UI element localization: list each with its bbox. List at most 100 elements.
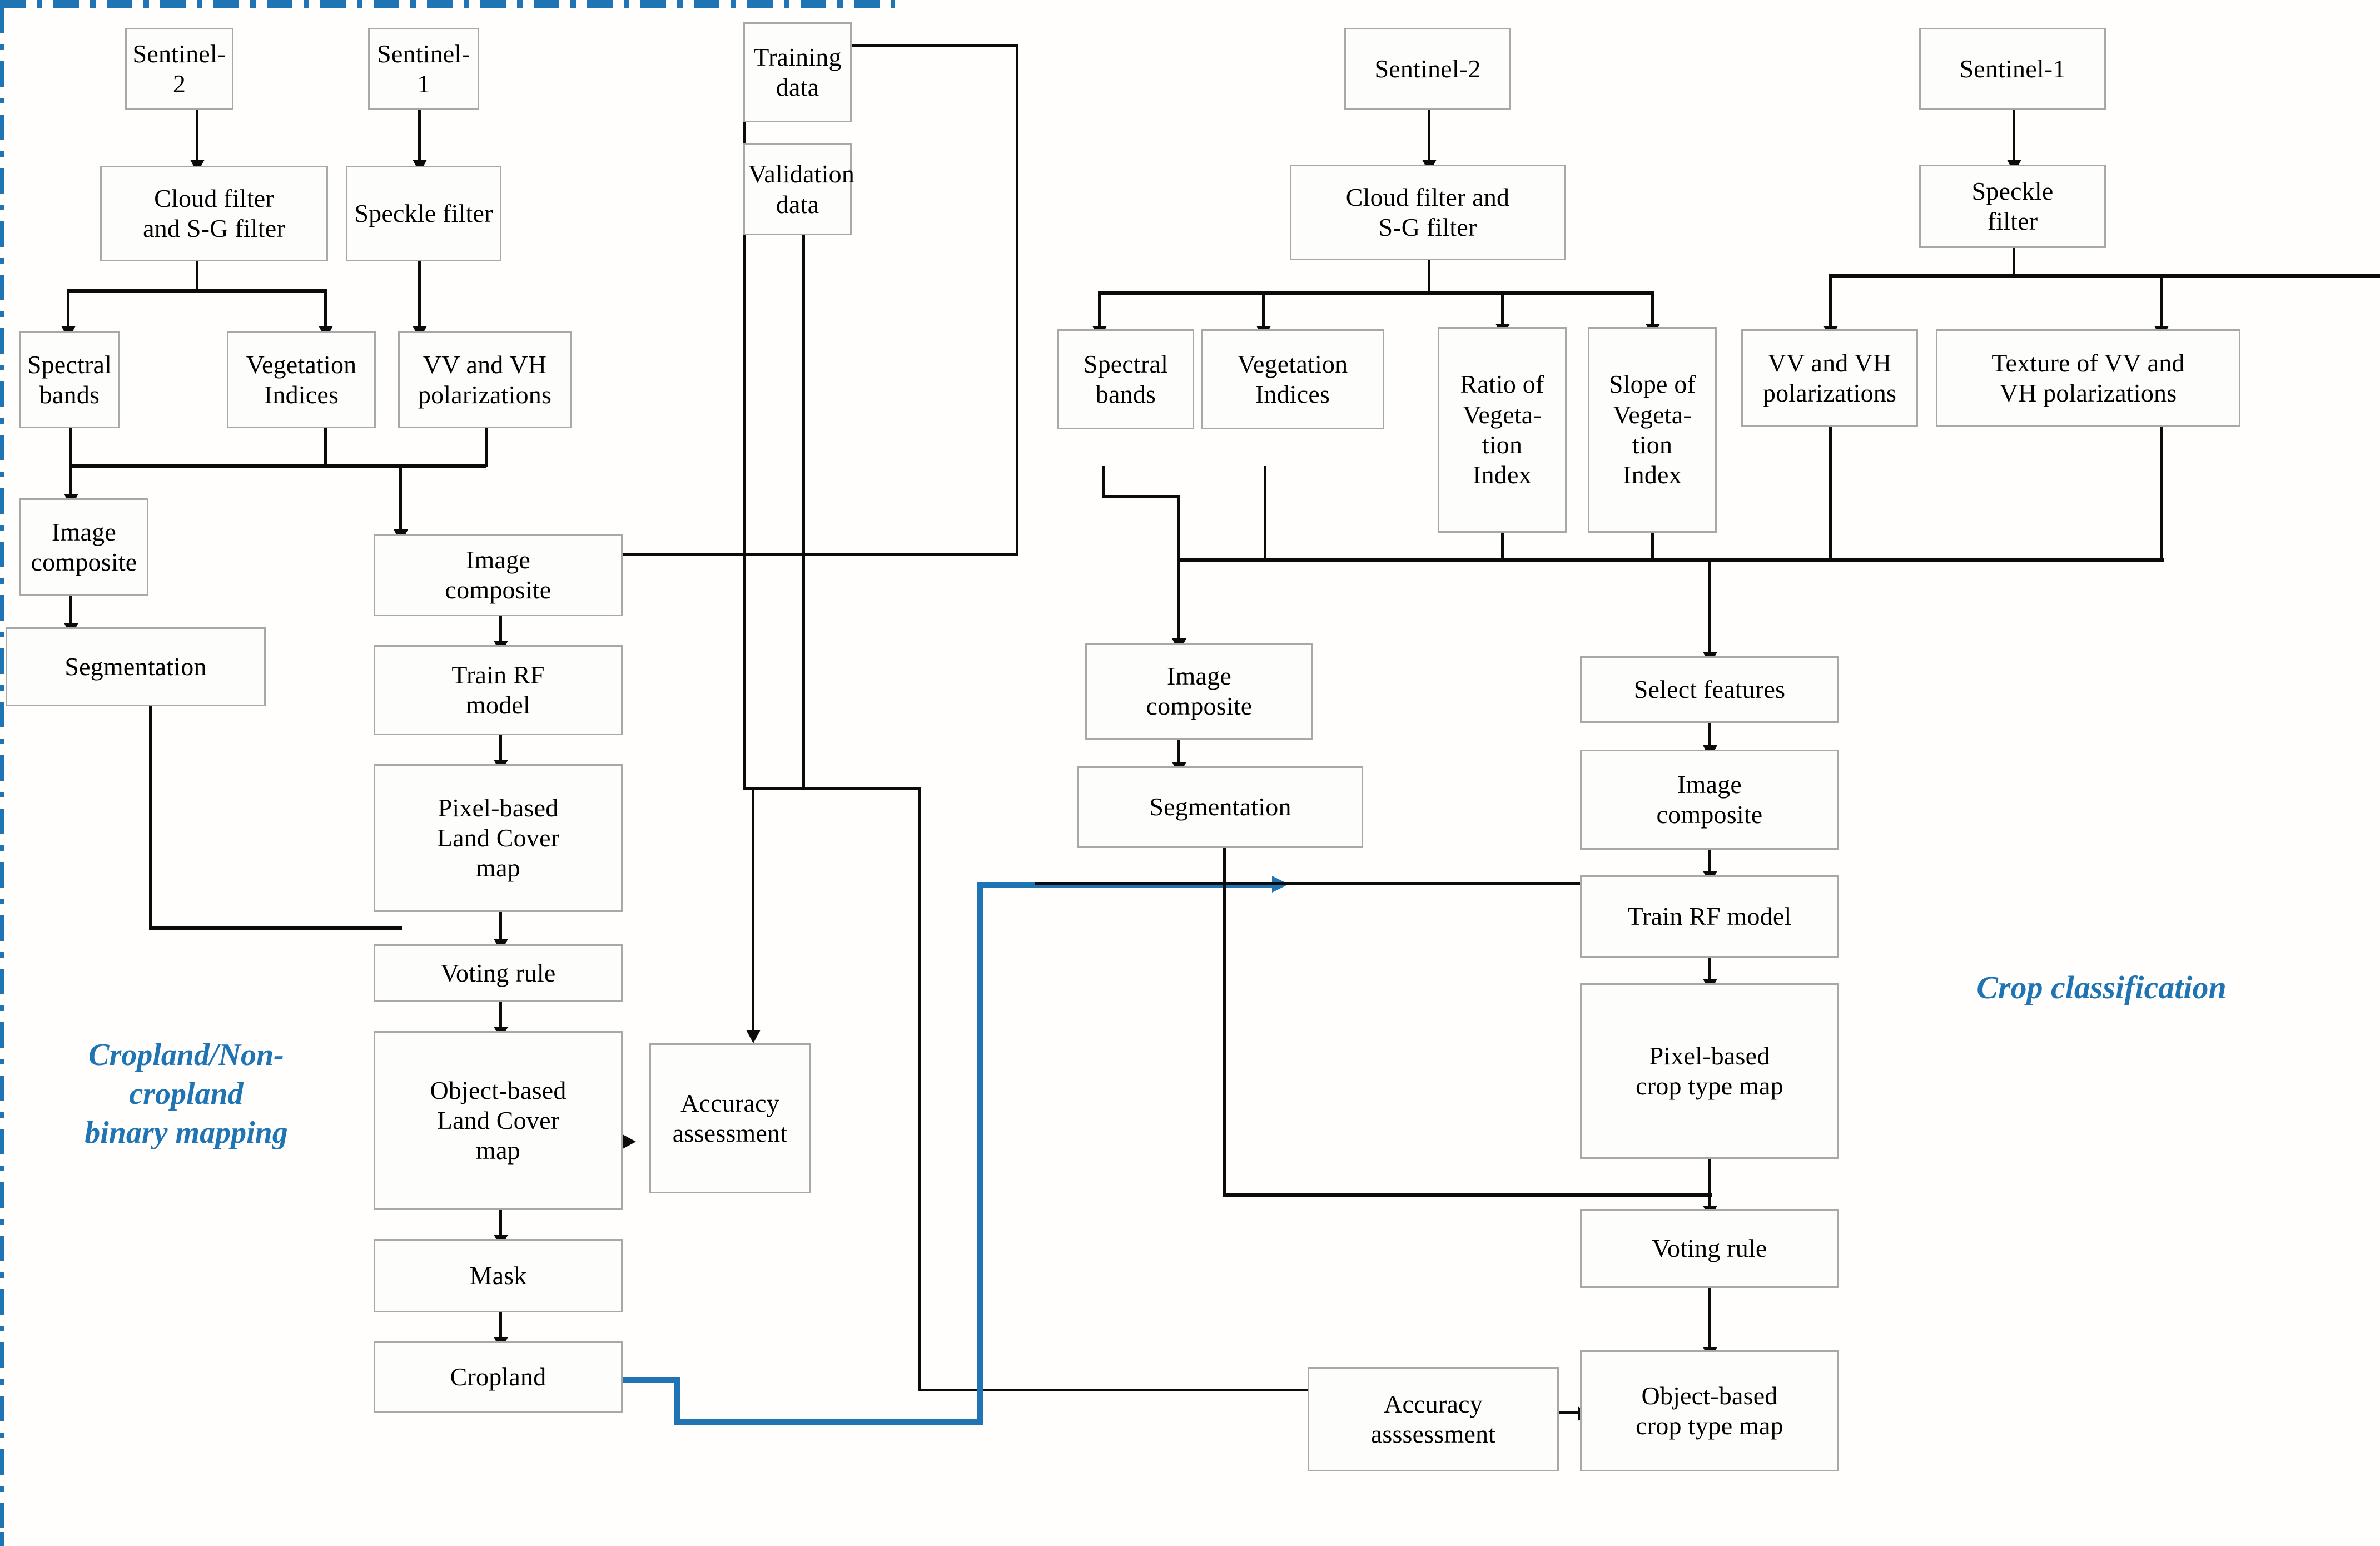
connector-voting-to-objectlc	[499, 1002, 502, 1031]
r-connector-imgcomp-to-trainrf	[1708, 850, 1711, 875]
blue-connector-cropland-into-right	[977, 882, 1277, 888]
node-right-image-composite-pixel[interactable]: Image composite	[1580, 750, 1839, 850]
left-panel-bottom-border	[0, 4, 895, 8]
r-connector-trainrf-to-pixelcrop	[1708, 958, 1711, 983]
connector-cloudfilter-down	[196, 261, 198, 291]
node-left-validation-data[interactable]: Validation data	[743, 143, 854, 235]
connector-training-lower-bus	[743, 787, 921, 790]
connector-speckle-to-vvvh	[418, 261, 421, 331]
arrow-validation-to-accuracy	[746, 1030, 761, 1043]
node-left-mask[interactable]: Mask	[374, 1239, 623, 1312]
node-left-object-landcover[interactable]: Object-based Land Cover map	[374, 1031, 623, 1210]
node-right-texture-vv-vh[interactable]: Texture of VV and VH polarizations	[1936, 329, 2240, 427]
connector-bus-to-vi	[324, 289, 327, 331]
node-right-voting-rule[interactable]: Voting rule	[1580, 1209, 1839, 1288]
connector-imgcomposite-to-segmentation	[69, 596, 72, 627]
r-connector-spectral-right	[1102, 495, 1180, 498]
node-right-ratio-vi[interactable]: Ratio of Vegeta- tion Index	[1438, 327, 1567, 533]
r-connector-bus-to-selectfeatures	[1708, 558, 1711, 656]
r-connector-bus-to-imgcomposite-obia	[1177, 558, 1180, 643]
node-right-segmentation[interactable]: Segmentation	[1077, 766, 1363, 848]
connector-pixellc-to-voting	[499, 912, 502, 944]
node-right-select-features[interactable]: Select features	[1580, 656, 1839, 723]
connector-validation-down	[802, 162, 805, 790]
node-right-image-composite-obia[interactable]: Image composite	[1085, 643, 1313, 740]
r-connector-voting-to-objectcrop	[1708, 1288, 1711, 1350]
node-left-sentinel2[interactable]: Sentinel-2	[125, 28, 233, 110]
r-connector-slope-down	[1651, 533, 1654, 562]
connector-trainrf-to-pixellc	[499, 735, 502, 764]
node-right-accuracy-assessment[interactable]: Accuracy asssessment	[1308, 1367, 1559, 1471]
connector-lowerbus-vertical	[918, 787, 921, 1390]
node-right-pixel-croptype[interactable]: Pixel-based crop type map	[1580, 983, 1839, 1159]
node-left-cropland[interactable]: Cropland	[374, 1341, 623, 1413]
connector-bus-to-spectral	[67, 289, 69, 331]
node-left-training-data[interactable]: Training data	[743, 22, 852, 122]
node-right-vv-vh[interactable]: VV and VH polarizations	[1741, 329, 1918, 427]
node-left-pixel-landcover[interactable]: Pixel-based Land Cover map	[374, 764, 623, 912]
node-left-accuracy-assessment[interactable]: Accuracy assessment	[649, 1043, 811, 1193]
connector-mask-to-cropland	[499, 1312, 502, 1341]
node-right-speckle-filter[interactable]: Speckle filter	[1919, 165, 2106, 248]
node-right-spectral-bands[interactable]: Spectral bands	[1057, 329, 1194, 429]
connector-training-left	[602, 553, 1018, 556]
connector-vvvh-down	[485, 428, 488, 467]
node-right-object-croptype[interactable]: Object-based crop type map	[1580, 1350, 1839, 1471]
r-connector-s2-to-cloudfilter	[1428, 109, 1430, 165]
r-connector-vi-down	[1264, 466, 1266, 561]
node-left-voting-rule[interactable]: Voting rule	[374, 944, 623, 1002]
left-panel-top-border	[0, 0, 895, 4]
connector-bus-to-imgcomposite-pixel	[399, 464, 402, 534]
connector-imgcomposite-to-trainrf	[499, 616, 502, 645]
r-connector-vvvh-down	[1829, 427, 1832, 562]
r-connector-bus-to-vvvh	[1829, 274, 1832, 329]
connector-objectlc-to-mask	[499, 1210, 502, 1239]
connector-spectral-down	[69, 428, 72, 467]
connector-training-right	[852, 44, 1018, 47]
node-left-image-composite-obia[interactable]: Image composite	[19, 498, 148, 596]
r-connector-segmentation-right	[1035, 882, 1594, 885]
r-connector-selectfeatures-to-imgcomposite	[1708, 723, 1711, 750]
r-connector-imgcomposite-to-segmentation	[1177, 740, 1180, 766]
r-bus-speckle-split	[1829, 274, 2380, 278]
node-right-sentinel2[interactable]: Sentinel-2	[1344, 28, 1511, 110]
connector-s1-to-speckle	[418, 109, 421, 165]
blue-connector-cropland-step	[674, 1377, 680, 1425]
node-left-sentinel1[interactable]: Sentinel-1	[368, 28, 479, 110]
r-bus-cloudfilter-split	[1098, 291, 1654, 295]
node-left-cloud-sg-filter[interactable]: Cloud filter and S-G filter	[100, 166, 328, 261]
node-left-train-rf[interactable]: Train RF model	[374, 645, 623, 735]
connector-validation-left	[752, 787, 805, 790]
node-left-speckle-filter[interactable]: Speckle filter	[346, 166, 501, 261]
connector-s2-to-cloudfilter	[196, 109, 198, 165]
node-left-spectral-bands[interactable]: Spectral bands	[19, 331, 120, 428]
connector-lowerbus-to-right-accuracy	[918, 1389, 1346, 1391]
left-panel-caption: Cropland/Non- cropland binary mapping	[85, 1038, 288, 1150]
bus-left-features	[69, 464, 486, 468]
node-right-slope-vi[interactable]: Slope of Vegeta- tion Index	[1588, 327, 1717, 533]
node-left-vv-vh[interactable]: VV and VH polarizations	[398, 331, 572, 428]
connector-segmentation-down	[149, 706, 152, 929]
node-left-vegetation-indices[interactable]: Vegetation Indices	[227, 331, 376, 428]
node-right-cloud-sg-filter[interactable]: Cloud filter and S-G filter	[1290, 165, 1566, 260]
r-connector-bus-to-vi	[1262, 291, 1265, 330]
r-bus-features	[1177, 558, 2164, 562]
r-connector-accuracy-to-objectcrop	[1557, 1411, 1581, 1414]
r-bus-segmentation-to-voting	[1223, 1193, 1712, 1197]
bus-cloudfilter-split	[67, 289, 327, 293]
node-right-vegetation-indices[interactable]: Vegetation Indices	[1201, 329, 1384, 429]
r-connector-segmentation-down	[1223, 848, 1226, 1195]
node-left-segmentation[interactable]: Segmentation	[6, 627, 266, 706]
node-right-sentinel1[interactable]: Sentinel-1	[1919, 28, 2106, 110]
node-right-train-rf[interactable]: Train RF model	[1580, 875, 1839, 958]
r-connector-spectral-to-bus	[1177, 495, 1180, 562]
r-connector-s1-to-speckle	[2013, 109, 2015, 165]
right-panel-caption: Crop classification	[1976, 969, 2227, 1005]
node-left-image-composite-pixel[interactable]: Image composite	[374, 534, 623, 616]
blue-connector-cropland-out	[602, 1377, 679, 1383]
r-connector-pixelcrop-to-voting	[1708, 1159, 1711, 1209]
bus-segmentation-to-voting	[149, 926, 402, 930]
connector-validation-to-accuracy	[752, 787, 754, 1034]
arrow-objectlc-to-accuracy	[623, 1134, 636, 1149]
